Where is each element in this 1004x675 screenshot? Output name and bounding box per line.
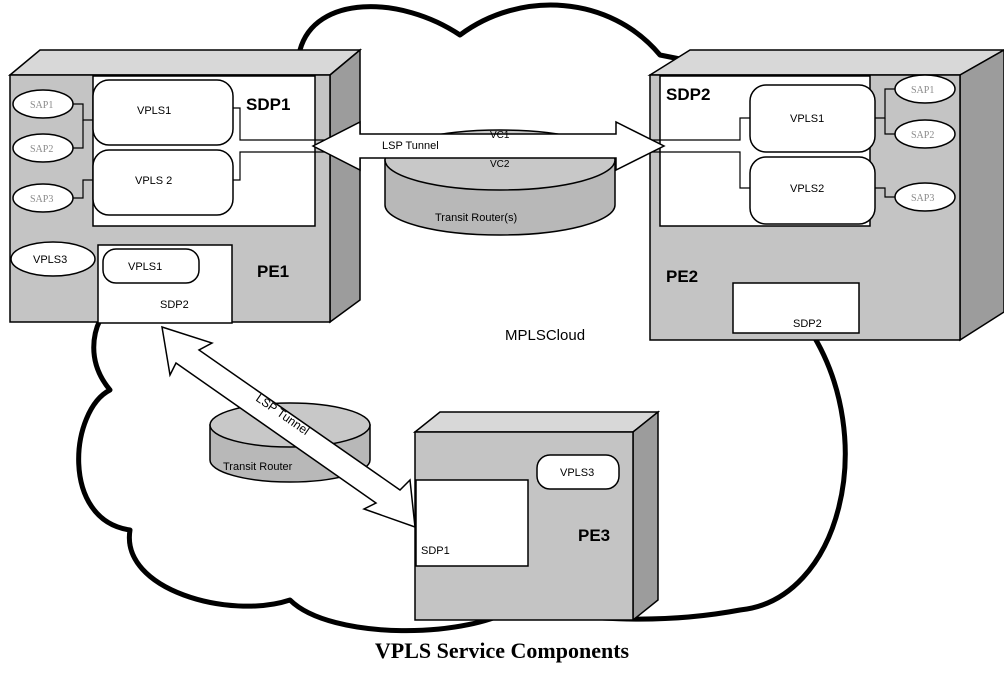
- pe3-name: PE3: [578, 526, 610, 545]
- pe1-name: PE1: [257, 262, 289, 281]
- pe2-vpls-a-label: VPLS1: [790, 113, 824, 125]
- pe2-connectors: [650, 88, 895, 198]
- figure-caption: VPLS Service Components: [374, 638, 630, 663]
- pe1-vpls3-label: VPLS3: [33, 254, 67, 266]
- pe2-saps: [894, 74, 956, 212]
- pe1-lower-vpls-label: VPLS1: [128, 261, 162, 273]
- lsp-tunnel-top-arrow: [311, 120, 666, 172]
- pe2-vpls-b-box: [749, 156, 876, 225]
- pe3-sdp-label: SDP1: [421, 545, 450, 557]
- pe2-name: PE2: [666, 267, 698, 286]
- pe1-sdp-label: SDP1: [246, 95, 290, 114]
- pe2-sap-1-label: SAP1: [911, 85, 934, 96]
- pe1-lower-vpls-box: [102, 248, 200, 284]
- pe1-vpls-a-box: [92, 79, 234, 146]
- lsp-tunnel-bottom-arrow: [161, 325, 416, 529]
- pe1-saps: [10, 89, 96, 277]
- pe2-lower-sdp-label: SDP2: [793, 318, 822, 330]
- pe1-sap-3-label: SAP3: [30, 194, 53, 205]
- router-label-top: Transit Router(s): [435, 212, 517, 224]
- pe2-vpls-b-label: VPLS2: [790, 183, 824, 195]
- pe1-sap-2-label: SAP2: [30, 144, 53, 155]
- pe1-vpls-b-box: [92, 149, 234, 216]
- pe3-vpls-box: [536, 454, 620, 490]
- vpls-diagram: Transit Router(s) Transit Router: [7, 2, 1004, 634]
- router-label-bottom: Transit Router: [223, 461, 293, 473]
- pe2-sdp-label: SDP2: [666, 85, 710, 104]
- pe2-sap-3-label: SAP3: [911, 193, 934, 204]
- pe3-box: [412, 410, 661, 622]
- pe1-connectors: [73, 103, 330, 199]
- pe1-vpls-b-label: VPLS 2: [135, 175, 172, 187]
- vc1-label: VC1: [490, 130, 510, 141]
- pe3-vpls-label: VPLS3: [560, 467, 594, 479]
- vc2-label: VC2: [490, 159, 510, 170]
- pe1-lower-sdp-label: SDP2: [160, 299, 189, 311]
- pe3-sdp-panel: [415, 479, 529, 567]
- cloud-label: MPLSCloud: [505, 327, 585, 344]
- lsp-tunnel-top-label: LSP Tunnel: [382, 140, 439, 152]
- pe2-lower-sdp-panel: [732, 282, 860, 334]
- pe1-sap-1-label: SAP1: [30, 100, 53, 111]
- pe1-vpls-a-label: VPLS1: [137, 105, 171, 117]
- pe2-sap-2-label: SAP2: [911, 130, 934, 141]
- pe1-vpls3-ellipse: [10, 241, 96, 277]
